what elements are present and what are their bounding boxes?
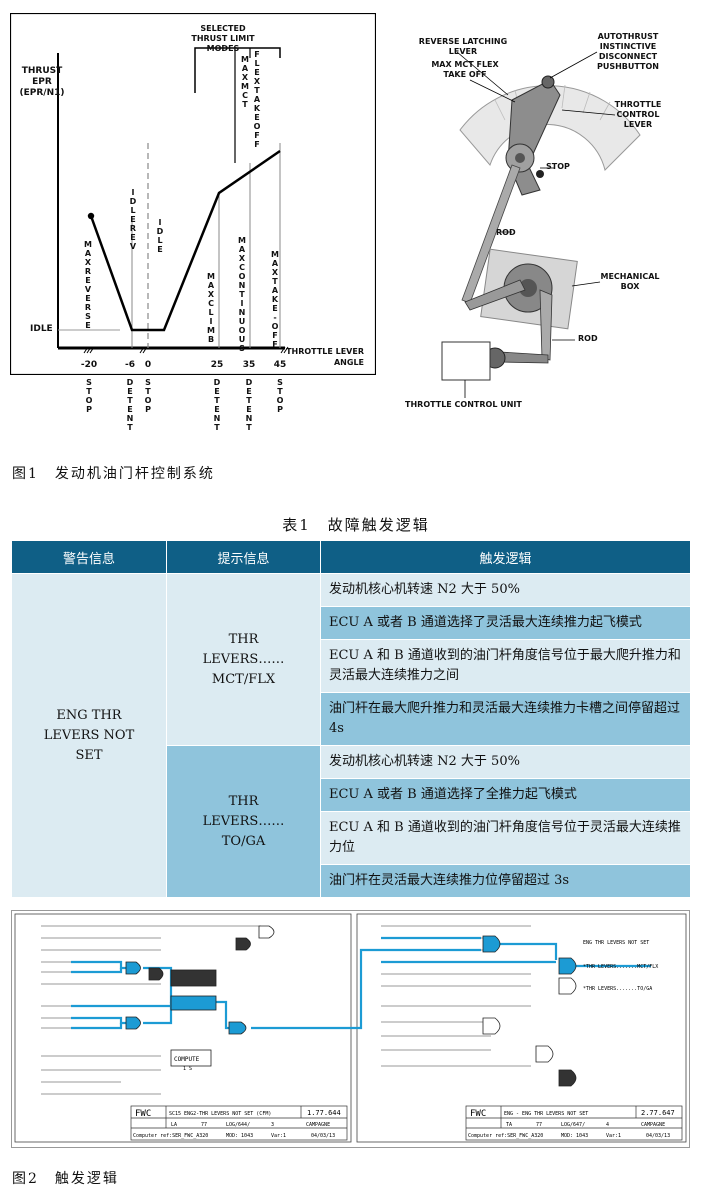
right-chapter: 77 [536, 1122, 542, 1128]
table-1-title: 表1 故障触发逻辑 [282, 516, 430, 534]
segment-label: I D L E R E V [129, 188, 137, 251]
table-row: ENG THR LEVERS NOT SET THR LEVERS…… MCT/… [11, 573, 691, 898]
prompt-cell-mct: THR LEVERS…… MCT/FLX [166, 573, 321, 746]
left-author: CAMPAGNE [306, 1122, 330, 1128]
rod-label-1: ROD [496, 228, 516, 237]
left-code: 1.77.644 [307, 1109, 341, 1117]
stop-detent-label: S T O P [85, 378, 93, 414]
mode-label: F L E X T A K E O F F [253, 50, 261, 149]
x-axis-label: THROTTLE LEVER ANGLE [286, 347, 364, 367]
x-tick-label: 25 [210, 360, 224, 370]
rod-label-2: ROD [578, 334, 598, 343]
table-row: 油门杆在灵活最大连续推力位停留超过 3s [12, 864, 691, 898]
right-issue: 4 [606, 1122, 609, 1128]
thrust-chart [10, 13, 376, 375]
header-warning: 警告信息 [11, 540, 167, 574]
stop-detent-label: D E T E N T [245, 378, 253, 432]
prompt-cell-toga: THR LEVERS…… TO/GA [166, 745, 321, 898]
mechanical-box-label: MECHANICAL BOX [600, 272, 660, 291]
table-row: ECU A 或者 B 通道选择了全推力起飞模式 [12, 778, 691, 812]
left-fwc-label: FWC [135, 1109, 151, 1119]
right-date: 04/03/13 [646, 1133, 670, 1139]
x-tick-label: 35 [242, 360, 256, 370]
throttle-control-lever-label: THROTTLE CONTROL LEVER [614, 100, 662, 129]
warning-text: ENG THR LEVERS NOT SET [43, 707, 135, 763]
figure-2: COMPUTE 1 S ENG THR LEVERS NOT SET [11, 910, 690, 1148]
segment-label: M A X C L I M B [207, 272, 215, 344]
segment-label: M A X C O N T I N U O U S [238, 236, 246, 353]
logic-diagram: COMPUTE 1 S ENG THR LEVERS NOT SET [11, 910, 690, 1148]
stop-detent-label: D E T E N T [213, 378, 221, 432]
right-output-2: *THR LEVERS.......MCT/FLX [583, 964, 658, 970]
right-title: ENG - ENG THR LEVERS NOT SET [504, 1111, 588, 1117]
table-row: ECU A 或者 B 通道选择了灵活最大连续推力起飞模式 [12, 606, 691, 640]
logic-cell: 油门杆在最大爬升推力和灵活最大连续推力卡槽之间停留超过 4s [320, 692, 691, 746]
prompt-text-mct: THR LEVERS…… MCT/FLX [202, 631, 285, 687]
warning-cell: ENG THR LEVERS NOT SET [11, 573, 167, 898]
right-var: Var:1 [606, 1133, 621, 1139]
right-code: 2.77.647 [641, 1109, 675, 1117]
right-fwc-label: FWC [470, 1109, 486, 1119]
stop-detent-label: D E T E N T [126, 378, 134, 432]
fault-logic-table: 警告信息 提示信息 触发逻辑 ENG THR LEVERS NOT SET TH… [11, 540, 691, 898]
reverse-latching-lever-label: REVERSE LATCHING LEVER [418, 37, 508, 56]
mode-label: M A X M C T [241, 55, 249, 109]
max-mct-flex-label: MAX MCT FLEX TAKE OFF [431, 60, 499, 79]
compute-block-label: COMPUTE [174, 1056, 200, 1063]
logic-cell: ECU A 和 B 通道收到的油门杆角度信号位于灵活最大连续推力位 [320, 811, 691, 865]
right-output-1: ENG THR LEVERS NOT SET [583, 940, 649, 946]
logic-cell: 发动机核心机转速 N2 大于 50% [320, 745, 691, 779]
right-book: TA [506, 1122, 512, 1128]
autothrust-pushbutton-label: AUTOTHRUST INSTINCTIVE DISCONNECT PUSHBU… [596, 32, 659, 71]
compute-block-value: 1 S [183, 1066, 192, 1072]
left-var: Var:1 [271, 1133, 286, 1139]
segment-label: I D L E [156, 218, 164, 254]
figure-1-caption: 图1 发动机油门杆控制系统 [12, 466, 215, 482]
left-computer-ref: Computer ref:SER_FWC_A320 [133, 1133, 208, 1139]
header-prompt: 提示信息 [166, 540, 321, 574]
left-mod: MOD: 1043 [226, 1133, 253, 1139]
logic-cell: ECU A 或者 B 通道选择了灵活最大连续推力起飞模式 [320, 606, 691, 640]
header-logic: 触发逻辑 [320, 540, 691, 574]
left-title: SC15 ENG2-THR LEVERS NOT SET (CFM) [169, 1111, 271, 1117]
logic-cell: 油门杆在灵活最大连续推力位停留超过 3s [320, 864, 691, 898]
table-row: THR LEVERS…… TO/GA 发动机核心机转速 N2 大于 50% [12, 745, 691, 898]
left-chapter: 77 [201, 1122, 207, 1128]
table-row: ECU A 和 B 通道收到的油门杆角度信号位于灵活最大连续推力位 [12, 811, 691, 865]
right-computer-ref: Computer ref:SER_FWC_A320 [468, 1133, 543, 1139]
idle-label: IDLE [30, 324, 53, 334]
segment-label: M A X T A K E - O F F [271, 250, 279, 349]
throttle-mechanism-diagram [441, 51, 641, 398]
selected-thrust-label: SELECTED THRUST LIMIT MODES [191, 24, 255, 53]
logic-cell: ECU A 和 B 通道收到的油门杆角度信号位于最大爬升推力和灵活最大连续推力之… [320, 639, 691, 693]
stop-label: STOP [546, 162, 570, 171]
left-sheet: LOG/644/ [226, 1122, 250, 1128]
x-tick-label: -6 [125, 360, 135, 370]
left-date: 04/03/13 [311, 1133, 335, 1139]
right-mod: MOD: 1043 [561, 1133, 588, 1139]
left-book: LA [171, 1122, 177, 1128]
figure-1: THRUST EPR (EPR/N1) IDLE THROTTLE LEVER … [0, 0, 712, 460]
right-author: CAMPAGNE [641, 1122, 665, 1128]
x-tick-label: 45 [273, 360, 287, 370]
stop-detent-label: S T O P [144, 378, 152, 414]
left-issue: 3 [271, 1122, 274, 1128]
stop-detent-label: S T O P [276, 378, 284, 414]
prompt-text-toga: THR LEVERS…… TO/GA [202, 793, 285, 849]
thrust-curve [89, 149, 281, 332]
table-row: ECU A 和 B 通道收到的油门杆角度信号位于最大爬升推力和灵活最大连续推力之… [12, 639, 691, 693]
right-sheet: LOG/647/ [561, 1122, 585, 1128]
max-reverse-point [87, 212, 95, 220]
y-axis-label: THRUST EPR (EPR/N1) [19, 66, 65, 98]
x-tick-label: 0 [144, 360, 152, 370]
segment-label: M A X R E V E R S E [84, 240, 92, 330]
table-row: 油门杆在最大爬升推力和灵活最大连续推力卡槽之间停留超过 4s [12, 692, 691, 746]
figure-2-caption: 图2 触发逻辑 [12, 1171, 119, 1187]
throttle-control-unit-label: THROTTLE CONTROL UNIT [405, 400, 522, 409]
x-tick-label: -20 [80, 360, 98, 370]
logic-cell: 发动机核心机转速 N2 大于 50% [320, 573, 691, 607]
table-header-row: 警告信息 提示信息 触发逻辑 [11, 540, 691, 574]
logic-cell: ECU A 或者 B 通道选择了全推力起飞模式 [320, 778, 691, 812]
right-output-3: *THR LEVERS.......TO/GA [583, 986, 652, 992]
